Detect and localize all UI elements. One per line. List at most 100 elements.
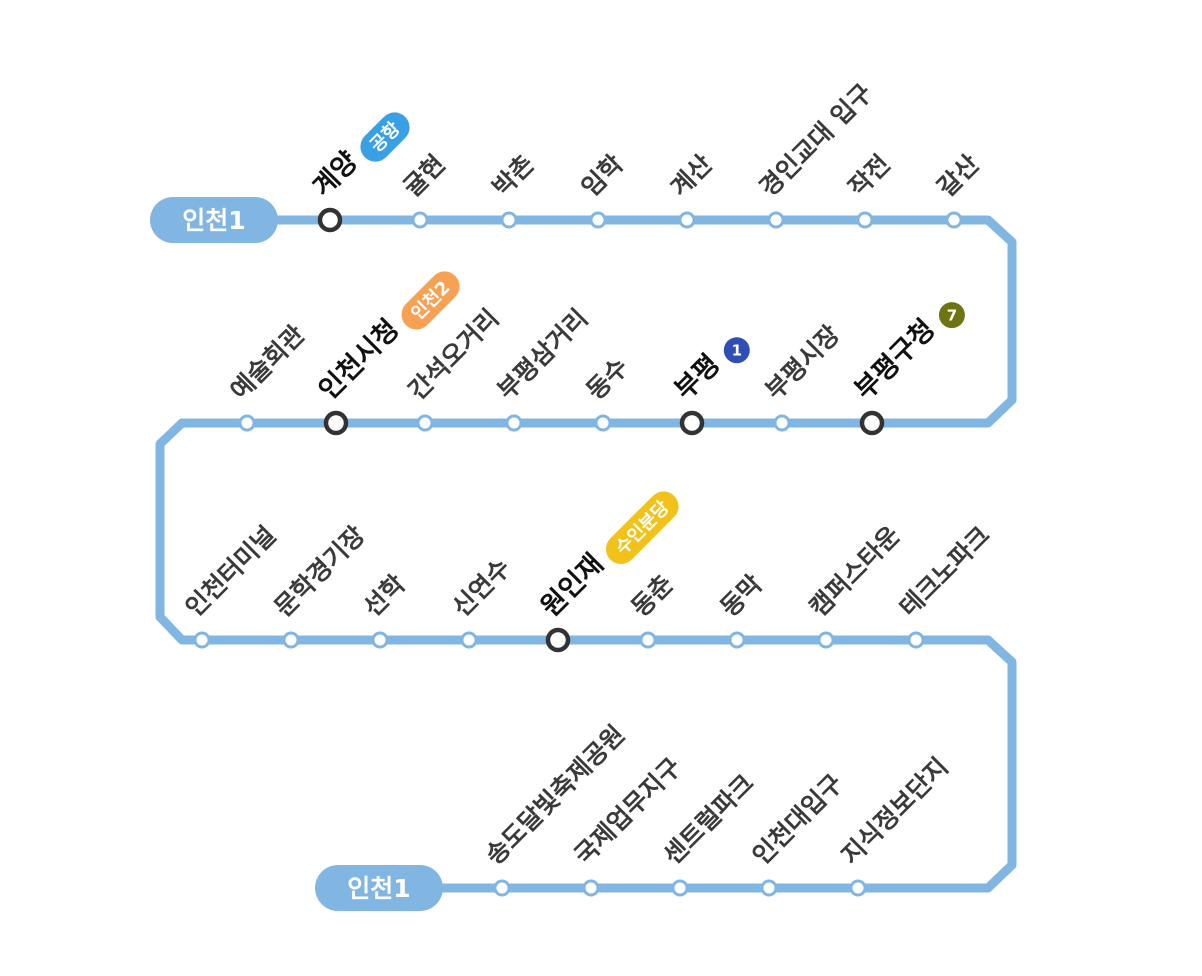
transfer-badge-2[interactable]: 7 [938,302,965,329]
station-7[interactable]: 작전 [843,149,896,229]
station-9[interactable]: 부평구청 [849,314,941,436]
transfer-station-marker [323,410,349,436]
transfer-station-marker [679,410,705,436]
station-marker [582,879,600,897]
line-track [155,215,1017,893]
transfer-badge-3[interactable]: 1 [723,337,750,364]
line-start-label-text: 인천1 [182,206,245,235]
station-marker [460,631,478,649]
station-17[interactable]: 인천터미널 [180,520,282,649]
station-marker [493,879,511,897]
station-name: 계양 [307,146,364,203]
station-marker [671,879,689,897]
station-name: 작전 [843,149,896,202]
station-name: 동수 [581,352,634,405]
line-start-label[interactable]: 인천1 [150,197,278,243]
station-marker [678,211,696,229]
station-marker [411,211,429,229]
transfer-badge-1[interactable]: 공항 [354,106,416,168]
station-marker [945,211,963,229]
station-22[interactable]: 동춘 [626,569,679,649]
station-marker [856,211,874,229]
transfer-badge-5[interactable]: 수인분당 [600,485,685,570]
station-marker [817,631,835,649]
station-10[interactable]: 부평시장 [760,320,846,432]
station-name: 동춘 [626,569,679,622]
station-marker [773,414,791,432]
station-name: 계산 [665,149,718,202]
station-marker [193,631,211,649]
station-marker [500,211,518,229]
station-marker [760,879,778,897]
station-5[interactable]: 계산 [665,149,718,229]
station-marker [639,631,657,649]
station-19[interactable]: 선학 [358,569,411,649]
transfer-station-marker [545,627,571,653]
station-2[interactable]: 귤현 [398,149,451,229]
station-marker [505,414,523,432]
transfer-line-pill [401,271,460,330]
station-name: 부평구청 [849,314,941,406]
station-name: 갈산 [932,149,985,202]
station-name: 지식정보단지 [836,752,954,870]
station-name: 박촌 [487,149,540,202]
transfer-line-number: 7 [947,307,957,325]
station-name: 인천대입구 [747,768,849,870]
line-end-label[interactable]: 인천1 [315,865,443,911]
station-marker [849,879,867,897]
station-26[interactable]: 지식정보단지 [836,752,954,897]
station-marker [728,631,746,649]
station-name: 동막 [715,569,768,622]
station-name: 문학경기장 [269,520,371,622]
station-name: 테크노파크 [894,520,996,622]
station-marker [907,631,925,649]
station-4[interactable]: 임학 [576,149,629,229]
station-marker [589,211,607,229]
station-name: 캠퍼스타운 [804,520,906,622]
station-name: 선학 [358,569,411,622]
station-marker [594,414,612,432]
station-20[interactable]: 신연수 [447,553,516,649]
station-name: 부평삼거리 [492,303,594,405]
station-name: 인천시청 [313,314,405,406]
station-28[interactable]: 센트럴파크 [658,768,760,897]
station-27[interactable]: 인천대입구 [747,768,849,897]
station-18[interactable]: 문학경기장 [269,520,371,649]
transfer-line-number: 1 [732,342,742,360]
station-name: 귤현 [398,149,451,202]
station-name: 부평 [669,349,726,406]
station-marker [767,211,785,229]
transfer-badge-4[interactable]: 인천2 [395,265,465,335]
station-name: 예술회관 [225,320,311,406]
station-12[interactable]: 동수 [581,352,634,432]
station-15[interactable]: 인천시청 [313,314,405,436]
transfer-line-pill [360,112,410,162]
transfer-line-circle [938,302,965,329]
station-24[interactable]: 캠퍼스타운 [804,520,906,649]
station-name: 임학 [576,149,629,202]
station-8[interactable]: 갈산 [932,149,985,229]
station-marker [282,631,300,649]
station-13[interactable]: 부평삼거리 [492,303,594,432]
transfer-station-marker [317,207,343,233]
station-3[interactable]: 박촌 [487,149,540,229]
station-30[interactable]: 송도달빛축제공원 [480,720,631,897]
transfer-station-marker [859,410,885,436]
station-21[interactable]: 원인재 [535,548,610,653]
line-end-label-text: 인천1 [347,874,410,903]
station-marker [238,414,256,432]
station-name: 인천터미널 [180,520,282,622]
station-25[interactable]: 테크노파크 [894,520,996,649]
station-6[interactable]: 경인교대 입구 [754,78,878,229]
station-name: 부평시장 [760,320,846,406]
station-16[interactable]: 예술회관 [225,320,311,432]
station-marker [416,414,434,432]
station-name: 원인재 [535,548,610,623]
station-23[interactable]: 동막 [715,569,768,649]
transfer-line-circle [723,337,750,364]
transfer-line-pill [605,491,679,565]
station-marker [371,631,389,649]
station-name: 신연수 [447,553,516,622]
